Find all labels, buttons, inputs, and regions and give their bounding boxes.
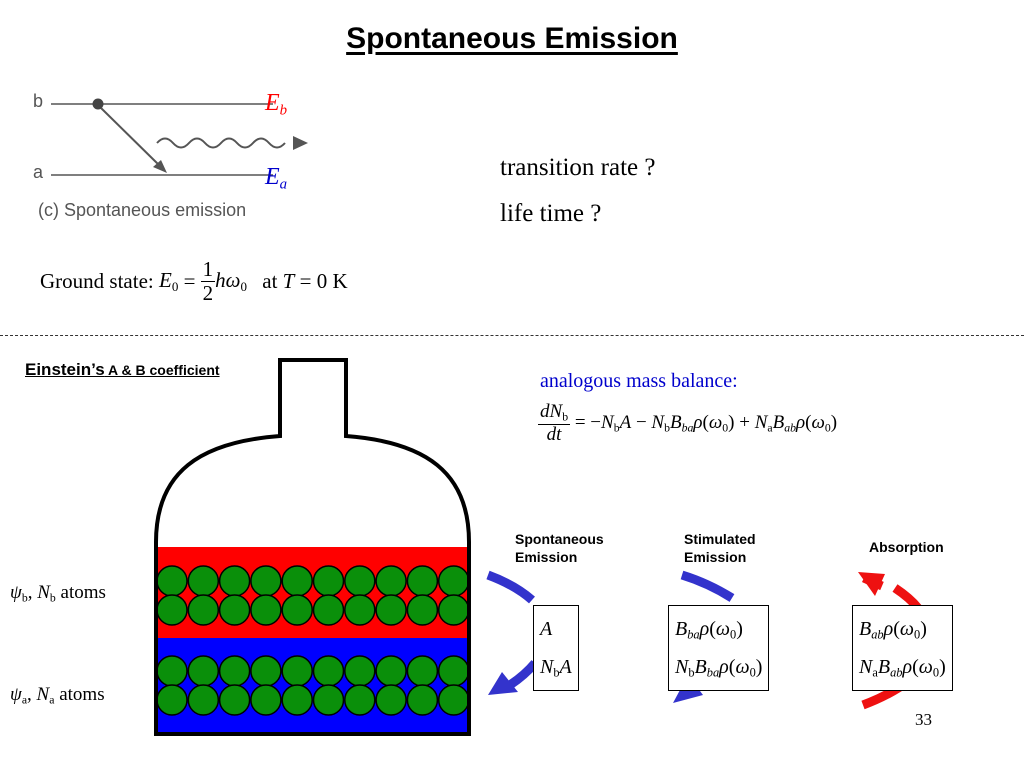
excited-atom (281, 594, 313, 626)
ground-atom (312, 655, 345, 687)
rate-equation-rhs: = −NbA − NbBbaρ(ω0) + NaBabρ(ω0) (574, 412, 838, 435)
spontaneous-arrow-bottom (507, 660, 539, 689)
excited-atom (312, 565, 345, 597)
excited-atom (156, 565, 188, 597)
question-life-time: life time ? (500, 200, 602, 227)
ground-atom (437, 655, 470, 687)
ground-atom (218, 684, 251, 716)
excited-atom (406, 565, 439, 597)
ground-atom (281, 655, 313, 687)
absorption-label: Absorption (869, 539, 944, 555)
ground-atom (187, 684, 220, 716)
ground-atom (250, 684, 282, 716)
ground-atom (344, 684, 376, 716)
question-transition-rate: transition rate ? (500, 154, 656, 181)
transition-arrow (100, 107, 162, 168)
excited-atom (406, 594, 439, 626)
ground-atom (156, 655, 188, 687)
vessel-diagram (154, 358, 471, 736)
photon-wave (156, 137, 286, 149)
Ea-label: Ea (265, 164, 288, 193)
diagram-caption: (c) Spontaneous emission (38, 200, 247, 220)
excited-atom (375, 594, 407, 626)
spontaneous-arrowhead (488, 672, 518, 695)
excited-atom (187, 594, 220, 626)
page-number: 33 (915, 710, 932, 729)
excited-atom (375, 565, 407, 597)
absorption-coefficient-box: Babρ(ω0)NaBabρ(ω0) (852, 605, 953, 691)
dashed-divider (0, 335, 1024, 336)
energy-level-diagram (51, 98, 308, 176)
excited-atom (156, 594, 188, 626)
Eb-label: Eb (265, 90, 288, 119)
mass-balance-label: analogous mass balance: (540, 370, 738, 392)
atoms-group (156, 565, 470, 716)
excited-atom (281, 565, 313, 597)
stimulated-arrow-top (680, 570, 735, 602)
excited-atom (437, 565, 470, 597)
ground-atom (218, 655, 251, 687)
excited-atom (344, 594, 376, 626)
excited-atom (187, 565, 220, 597)
page-title: Spontaneous Emission (346, 22, 678, 55)
excited-atom (344, 565, 376, 597)
vessel-outline (154, 358, 471, 736)
ground-atom (281, 684, 313, 716)
absorption-arrowhead (858, 572, 885, 596)
excited-atom (437, 594, 470, 626)
upper-atoms-label: ψb, Nb atoms (10, 582, 106, 605)
excited-atom (218, 565, 251, 597)
electron-dot (92, 98, 104, 110)
ground-atom (437, 684, 470, 716)
ground-atom (156, 684, 188, 716)
excited-atom (250, 565, 282, 597)
ground-atom (406, 655, 439, 687)
ground-atom (406, 684, 439, 716)
level-b-letter: b (33, 91, 44, 111)
ground-atom (375, 655, 407, 687)
lower-atoms-label: ψa, Na atoms (10, 684, 105, 707)
ground-atom (187, 655, 220, 687)
ground-atom (344, 655, 376, 687)
excited-atom (312, 594, 345, 626)
einstein-heading: Einstein’s A & B coefficient (25, 360, 220, 379)
ground-atom (312, 684, 345, 716)
spontaneous-arrows (486, 570, 539, 695)
level-a-letter: a (33, 162, 44, 182)
excited-atom (250, 594, 282, 626)
ground-atom (375, 684, 407, 716)
ground-atom (250, 655, 282, 687)
excited-atom (218, 594, 251, 626)
stimulated-coefficient-box: Bbaρ(ω0)NbBbaρ(ω0) (668, 605, 770, 691)
transition-arrowhead (153, 160, 167, 173)
photon-arrowhead (293, 136, 308, 150)
spontaneous-arrow-top (486, 570, 535, 604)
